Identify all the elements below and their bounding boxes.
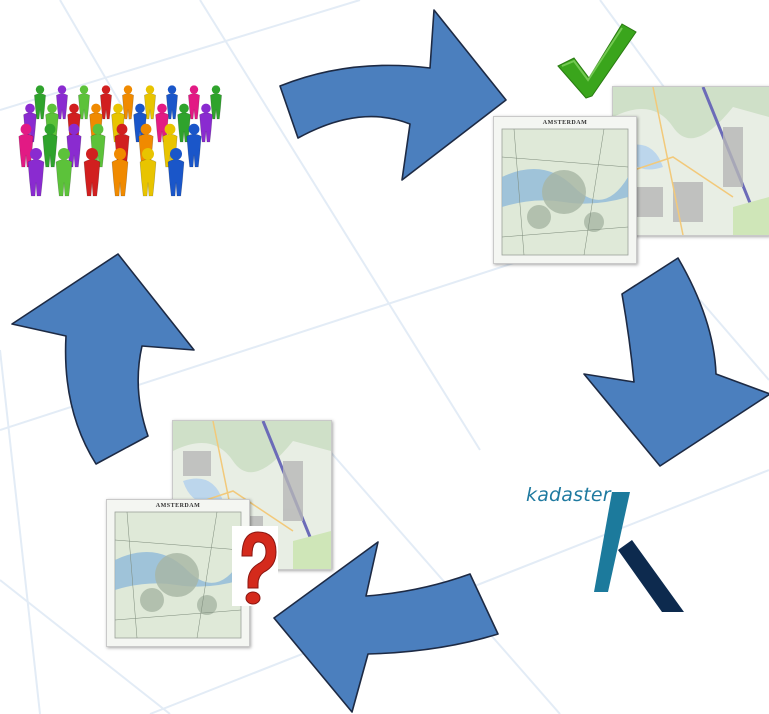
person-figure	[155, 103, 169, 143]
amsterdam-map-top: AMSTERDAM	[493, 116, 637, 264]
person-figure	[83, 148, 101, 197]
map-title: AMSTERDAM	[542, 120, 588, 126]
person-figure	[42, 123, 58, 168]
person-figure	[167, 148, 185, 197]
person-figure	[78, 85, 90, 120]
person-figure	[210, 85, 222, 120]
amsterdam-map-bottom-art	[114, 511, 242, 639]
person-figure	[34, 85, 46, 120]
person-figure	[55, 148, 73, 197]
person-figure	[199, 103, 213, 143]
detail-map-top-art	[612, 86, 769, 236]
person-figure	[144, 85, 156, 120]
arrow-approved-to-kadaster	[583, 257, 769, 467]
arrow-kadaster-to-questioned	[273, 541, 499, 713]
arrow-crowd-to-approved	[279, 9, 507, 181]
person-figure	[122, 85, 134, 120]
person-figure	[111, 148, 129, 197]
kadaster-logo-text: kadaster	[526, 484, 611, 506]
arrow-questioned-to-crowd	[11, 253, 195, 465]
person-figure	[66, 123, 82, 168]
person-figure	[56, 85, 68, 120]
amsterdam-map-bottom: AMSTERDAM	[106, 499, 250, 647]
person-figure	[100, 85, 112, 120]
person-figure	[18, 123, 34, 168]
person-figure	[177, 103, 191, 143]
person-figure	[27, 148, 45, 197]
person-figure	[166, 85, 178, 120]
amsterdam-map-top-art	[501, 128, 629, 256]
detail-map-top	[612, 86, 769, 236]
person-figure	[188, 85, 200, 120]
person-figure	[186, 123, 202, 168]
person-figure	[139, 148, 157, 197]
map-title: AMSTERDAM	[155, 503, 201, 509]
